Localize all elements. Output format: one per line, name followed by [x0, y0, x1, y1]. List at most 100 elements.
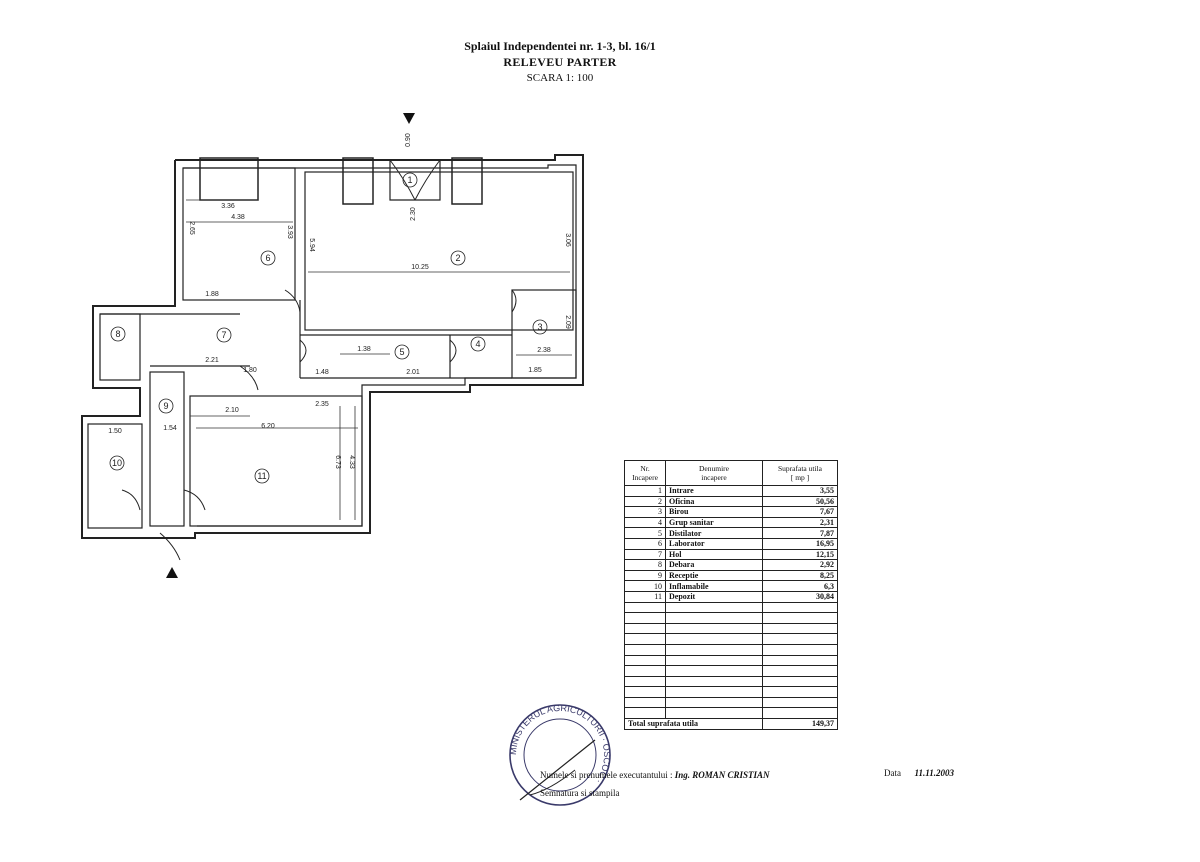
empty-cell	[665, 707, 763, 720]
dimension-label: 6.20	[261, 423, 275, 430]
executant-line: Numele si prenumele executantului : Ing.…	[540, 770, 770, 780]
empty-cell	[665, 665, 763, 677]
table-cell-area: 6,3	[762, 580, 838, 592]
empty-cell	[624, 665, 666, 677]
room-markers	[109, 172, 548, 484]
dimension-label: 10.25	[411, 264, 429, 271]
entrance-arrow-bottom	[166, 567, 178, 578]
empty-cell	[665, 643, 763, 656]
table-cell-nr: 1	[624, 485, 666, 497]
table-cell-area: 7,87	[762, 527, 838, 539]
executant-name: Ing. ROMAN CRISTIAN	[674, 770, 770, 780]
empty-cell	[665, 601, 763, 614]
table-cell-name: Birou	[665, 506, 763, 518]
dimension-label: 6.73	[334, 455, 341, 469]
room-label: 9	[163, 401, 168, 411]
dimension-label: 2.09	[564, 315, 571, 329]
dimension-label: 1.50	[108, 428, 122, 435]
empty-cell	[624, 696, 666, 709]
empty-table-row	[624, 675, 838, 688]
table-cell-nr: 4	[624, 516, 666, 529]
table-cell-nr: 3	[624, 506, 666, 518]
empty-cell	[624, 686, 666, 698]
dimension-label: 2.21	[205, 357, 219, 364]
date-line: Data 11.11.2003	[884, 768, 954, 778]
empty-table-row	[624, 612, 838, 624]
empty-cell	[624, 612, 666, 624]
table-cell-name: Intrare	[665, 485, 763, 497]
dimension-label: 1.88	[205, 291, 219, 298]
room-11-outline	[189, 395, 363, 527]
room-label: 3	[537, 322, 542, 332]
dimension-label: 0.90	[405, 133, 412, 147]
room-label: 5	[399, 347, 404, 357]
room-label: 4	[475, 339, 480, 349]
scale-label: SCARA 1: 100	[526, 72, 594, 84]
dimension-label: 5.94	[308, 238, 315, 252]
room-label: 1	[407, 175, 412, 185]
dimension-label: 1.54	[163, 425, 177, 432]
table-cell-name: Grup sanitar	[665, 516, 763, 529]
empty-table-row	[624, 601, 838, 614]
room-label: 10	[112, 458, 122, 468]
table-cell-name: Receptie	[665, 569, 763, 582]
empty-cell	[665, 633, 763, 645]
table-cell-area: 30,84	[762, 590, 838, 603]
entrance-arrow-top	[403, 113, 415, 124]
empty-table-row	[624, 686, 838, 698]
dimension-label: 3.93	[286, 225, 293, 239]
dimension-label: 4.38	[231, 214, 245, 221]
empty-cell	[665, 696, 763, 709]
empty-cell	[762, 622, 838, 635]
empty-cell	[665, 654, 763, 667]
room-label: 7	[221, 330, 226, 340]
empty-table-row	[624, 665, 838, 677]
table-cell-nr: 8	[624, 559, 666, 571]
table-cell-area: 8,25	[762, 569, 838, 582]
empty-cell	[762, 643, 838, 656]
dimension-label: 1.38	[357, 346, 371, 353]
empty-table-row	[624, 707, 838, 720]
signature-stroke	[519, 739, 596, 801]
room-9-outline	[149, 371, 185, 527]
empty-cell	[762, 675, 838, 688]
empty-cell	[762, 601, 838, 614]
dimension-label: 2.38	[537, 347, 551, 354]
empty-cell	[624, 654, 666, 667]
empty-cell	[624, 622, 666, 635]
empty-cell	[762, 707, 838, 720]
table-cell-area: 50,56	[762, 495, 838, 508]
table-cell-name: Debara	[665, 559, 763, 571]
empty-table-row	[624, 633, 838, 645]
empty-cell	[762, 696, 838, 709]
col-header-area: Suprafata utila[ mp ]	[762, 460, 838, 486]
signature-label: Semnatura si stampila	[540, 788, 620, 798]
empty-cell	[762, 633, 838, 645]
window-bay	[342, 157, 374, 205]
empty-cell	[762, 686, 838, 698]
room-label: 2	[455, 253, 460, 263]
table-cell-nr: 6	[624, 537, 666, 550]
dimension-label: 2.65	[188, 221, 195, 235]
room-6-outline	[182, 167, 296, 301]
table-cell-name: Distilator	[665, 527, 763, 539]
dimension-label: 2.10	[225, 407, 239, 414]
room-label: 11	[257, 471, 266, 481]
room-3-outline	[511, 289, 577, 379]
table-cell-name: Oficina	[665, 495, 763, 508]
official-stamp: MINISTERUL AGRICULTURII · OSCOC ·	[508, 703, 612, 806]
dimension-label: 4.33	[348, 455, 355, 469]
